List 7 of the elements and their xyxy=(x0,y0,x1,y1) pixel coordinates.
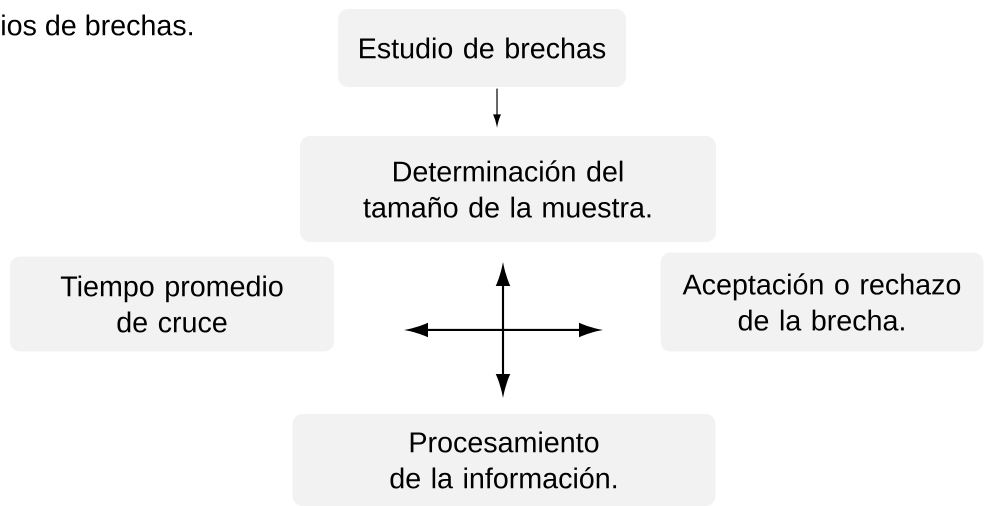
process-box: Procesamiento de la información. xyxy=(292,414,716,506)
process-box: Aceptación o rechazo de la brecha. xyxy=(660,252,984,352)
process-box: Estudio de brechas xyxy=(338,9,626,87)
arrow xyxy=(493,88,501,126)
process-box: Tiempo promedio de cruce xyxy=(10,256,334,352)
process-box: Determinación del tamaño de la muestra. xyxy=(300,136,716,242)
text-label: ios de brechas. xyxy=(2,14,192,36)
